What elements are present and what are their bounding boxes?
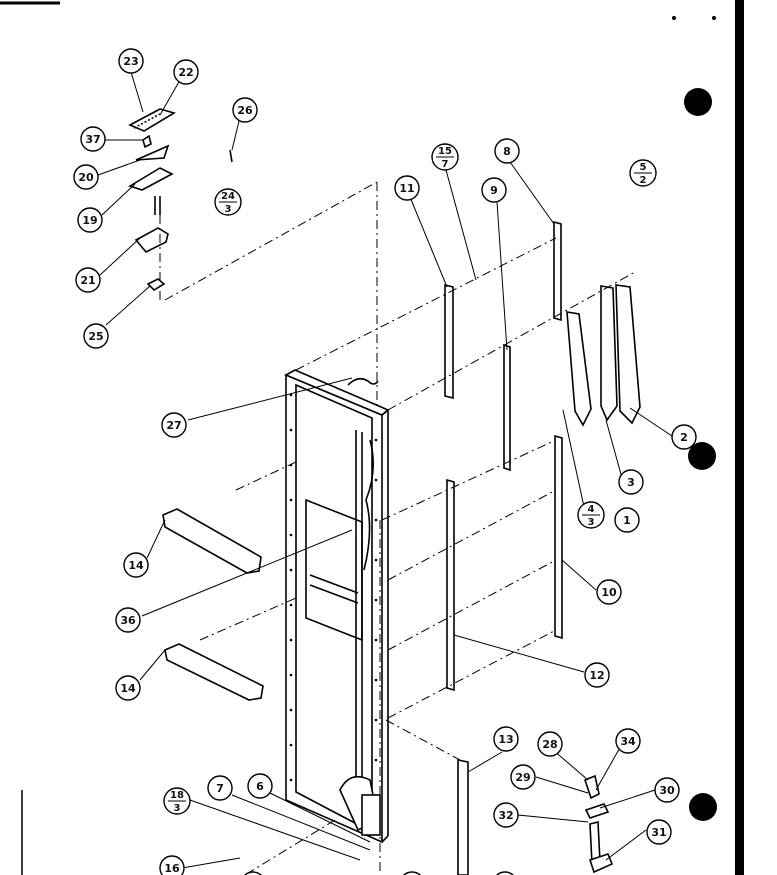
parts [128, 108, 641, 875]
svg-text:13: 13 [498, 733, 513, 746]
callout-25: 25 [83, 323, 109, 349]
svg-text:19: 19 [82, 214, 97, 227]
callout-29: 29 [510, 764, 536, 790]
callout-34: 34 [615, 728, 641, 754]
svg-text:18: 18 [170, 790, 184, 801]
svg-text:7: 7 [442, 159, 449, 170]
callout-4-over-3: 4 3 [577, 501, 605, 529]
callout-26: 26 [232, 97, 258, 123]
svg-text:9: 9 [490, 184, 498, 197]
callout-3: 3 [618, 469, 644, 495]
callout-27: 27 [161, 412, 187, 438]
callout-21: 21 [75, 267, 101, 293]
svg-text:31: 31 [651, 826, 666, 839]
callout-13: 13 [493, 726, 519, 752]
callout-28: 28 [537, 731, 563, 757]
svg-text:1: 1 [623, 514, 631, 527]
svg-text:25: 25 [88, 330, 103, 343]
svg-text:28: 28 [542, 738, 557, 751]
callout-32: 32 [493, 802, 519, 828]
callout-16: 16 [159, 855, 185, 875]
svg-text:20: 20 [78, 171, 94, 184]
svg-text:7: 7 [216, 782, 224, 795]
leader-lines [97, 71, 673, 869]
callout-24-over-3: 24 3 [214, 188, 242, 216]
callout-36: 36 [115, 607, 141, 633]
svg-text:29: 29 [515, 771, 530, 784]
door-panel [284, 369, 390, 844]
svg-text:27: 27 [166, 419, 181, 432]
callout-6: 6 [247, 773, 273, 799]
svg-text:37: 37 [85, 133, 100, 146]
svg-text:3: 3 [627, 476, 635, 489]
svg-text:2: 2 [680, 431, 688, 444]
assembly-lines [159, 181, 636, 875]
callout-19: 19 [77, 207, 103, 233]
callout-11: 11 [394, 175, 420, 201]
svg-text:8: 8 [503, 145, 511, 158]
curved-trims [566, 284, 641, 427]
svg-text:21: 21 [80, 274, 95, 287]
svg-text:3: 3 [588, 517, 595, 528]
cut-off-callouts [244, 871, 514, 875]
callout-23: 23 [118, 48, 144, 74]
callout-14-upper: 14 [123, 552, 149, 578]
registration-dots [684, 88, 717, 821]
svg-text:5: 5 [640, 162, 647, 173]
svg-text:26: 26 [237, 104, 253, 117]
callout-20: 20 [73, 164, 99, 190]
svg-text:15: 15 [438, 146, 452, 157]
svg-text:32: 32 [498, 809, 513, 822]
callout-31: 31 [646, 819, 672, 845]
callout-1: 1 [614, 507, 640, 533]
svg-text:4: 4 [588, 504, 595, 515]
svg-text:3: 3 [225, 204, 232, 215]
svg-text:6: 6 [256, 780, 264, 793]
handle-bars [162, 508, 264, 701]
top-hinge-assembly [128, 108, 233, 292]
svg-text:3: 3 [174, 803, 181, 814]
callout-14-lower: 14 [115, 675, 141, 701]
svg-text:36: 36 [120, 614, 136, 627]
svg-text:11: 11 [399, 182, 414, 195]
callout-7: 7 [207, 775, 233, 801]
svg-text:16: 16 [164, 862, 180, 875]
svg-text:14: 14 [128, 559, 144, 572]
svg-text:34: 34 [620, 735, 636, 748]
svg-text:12: 12 [589, 669, 604, 682]
side-channels [444, 220, 563, 875]
svg-text:23: 23 [123, 55, 138, 68]
svg-text:30: 30 [659, 784, 675, 797]
callout-5-over-2: 5 2 [629, 159, 657, 187]
svg-text:2: 2 [640, 175, 647, 186]
callout-2: 2 [671, 424, 697, 450]
callout-8: 8 [494, 138, 520, 164]
callout-9: 9 [481, 177, 507, 203]
callout-15-over-7: 15 7 [431, 143, 459, 171]
callout-30: 30 [654, 777, 680, 803]
svg-text:10: 10 [601, 586, 617, 599]
callout-10: 10 [596, 579, 622, 605]
callout-37: 37 [80, 126, 106, 152]
callouts: 23 22 37 26 20 19 21 25 27 14 36 14 11 9… [73, 48, 697, 875]
callout-22: 22 [173, 59, 199, 85]
bottom-hinge-assembly [584, 774, 614, 874]
svg-text:24: 24 [221, 191, 235, 202]
svg-text:14: 14 [120, 682, 136, 695]
callout-18-over-3: 18 3 [163, 787, 191, 815]
page-edge-marks [0, 0, 744, 875]
svg-text:22: 22 [178, 66, 193, 79]
callout-12: 12 [584, 662, 610, 688]
